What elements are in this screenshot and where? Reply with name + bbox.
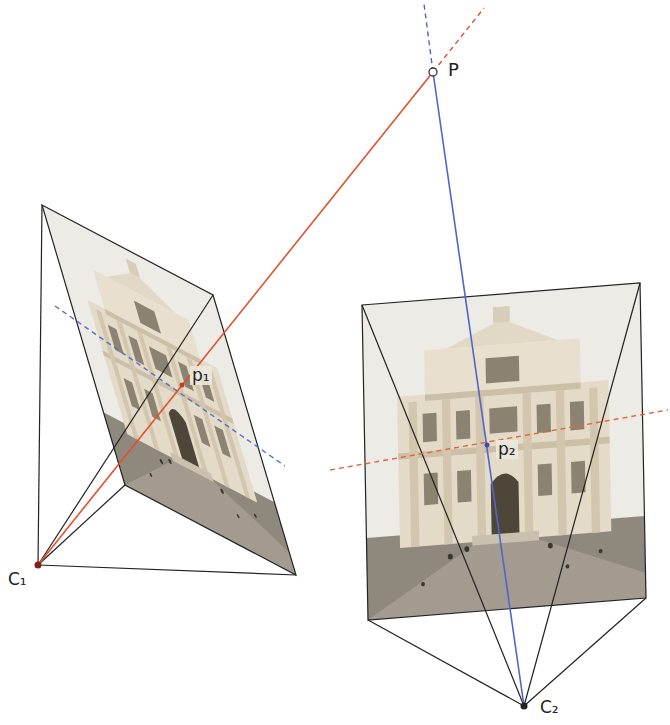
point-label: P [446, 60, 461, 80]
world-point [429, 68, 437, 76]
right-frustum [362, 283, 646, 706]
camera-center [521, 703, 528, 710]
left-image-plane [42, 205, 296, 575]
image-point-label: p₂ [496, 440, 518, 459]
left-frustum [38, 205, 296, 575]
camera-center [35, 562, 42, 569]
epipolar-line [55, 306, 285, 466]
image-point [485, 443, 490, 448]
image-point [180, 383, 185, 388]
ray-line [38, 72, 433, 565]
ray-line [433, 72, 524, 706]
image-point-label: p₁ [190, 366, 212, 385]
epipolar-line [330, 410, 668, 470]
camera-label: C₁ [6, 570, 29, 589]
camera-label: C₂ [538, 698, 561, 717]
ray-extension [424, 4, 433, 72]
